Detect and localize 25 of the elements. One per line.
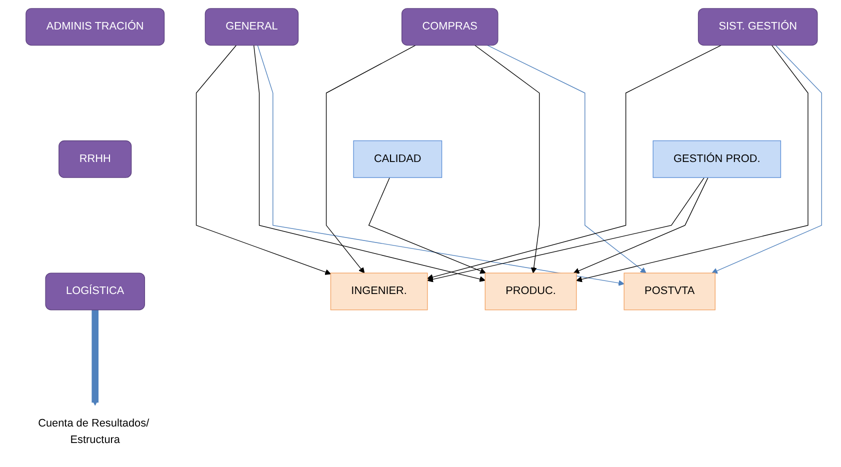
arrow <box>474 44 540 274</box>
arrow <box>253 44 486 282</box>
arrow <box>256 44 624 286</box>
arrow <box>368 177 486 274</box>
arrow <box>711 44 822 274</box>
node-box: PRODUC. <box>484 272 576 310</box>
node-box: RRHH <box>58 140 132 178</box>
arrow <box>91 310 98 406</box>
node-box: SIST. GESTIÓN <box>698 8 818 46</box>
arrow <box>426 177 704 282</box>
arrow <box>573 177 708 274</box>
node-text: Cuenta de Resultados/ Estructura <box>38 418 149 446</box>
node-box: GENERAL <box>204 8 298 46</box>
node-box: CALIDAD <box>352 140 442 178</box>
arrow <box>576 44 808 282</box>
arrow <box>326 44 416 274</box>
node-box: INGENIER. <box>330 272 428 310</box>
node-box: LOGÍSTICA <box>44 272 145 310</box>
node-box: COMPRAS <box>401 8 498 46</box>
arrow <box>486 44 646 274</box>
node-box: ADMINIS TRACIÓN <box>25 8 164 46</box>
arrow <box>426 44 722 280</box>
arrow <box>196 44 331 275</box>
node-box: POSTVTA <box>623 272 716 310</box>
node-box: GESTIÓN PROD. <box>652 140 781 178</box>
